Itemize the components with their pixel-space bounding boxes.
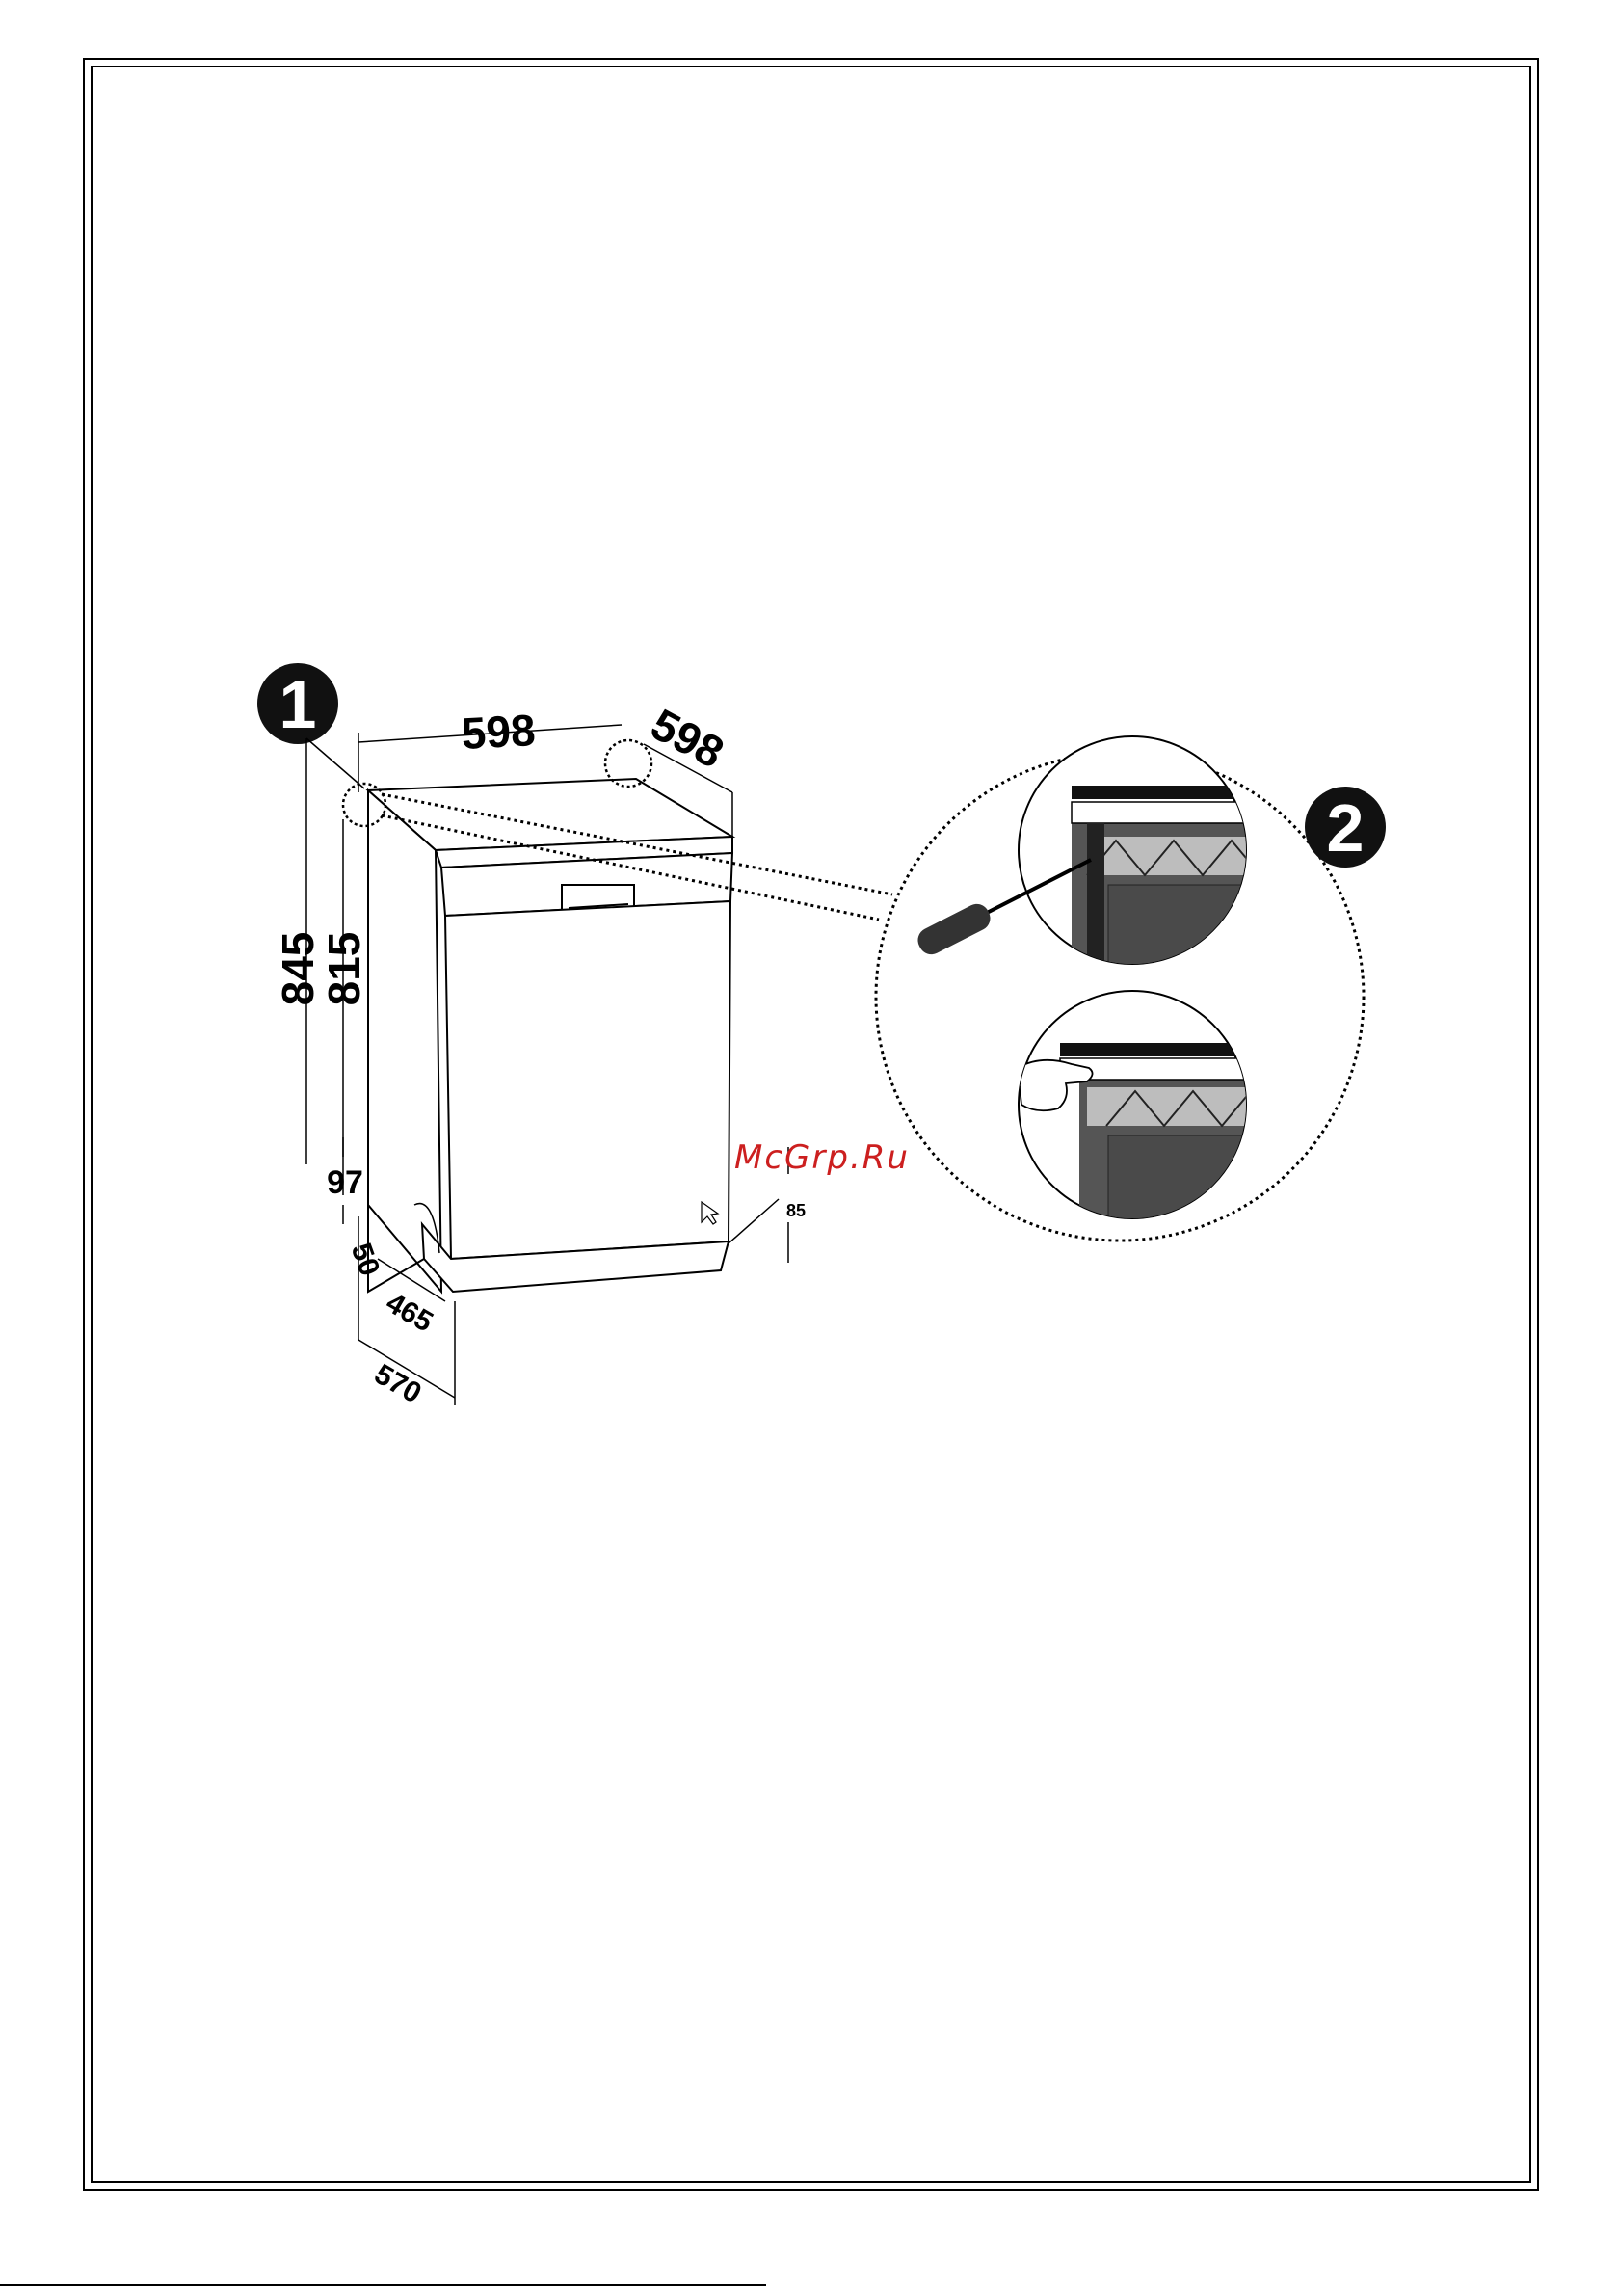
dim-depth-top: 598: [643, 699, 731, 778]
step-2-marker: 2: [1305, 787, 1386, 868]
step-1-marker: 1: [257, 663, 338, 744]
dim-depth-total: 570: [369, 1358, 427, 1410]
dim-plinth: 97: [327, 1164, 363, 1201]
dim-width-front: 598: [460, 705, 536, 759]
dishwasher-side: [368, 790, 441, 1292]
dim-height-body: 815: [319, 932, 369, 1006]
watermark-text: McGrp.Ru: [734, 1138, 910, 1177]
step-2-number: 2: [1327, 790, 1365, 866]
dishwasher-illustration: [368, 779, 732, 1292]
dim-height-total: 845: [273, 932, 323, 1006]
dim-adjust: 85: [786, 1201, 806, 1220]
dim-foot: 50: [345, 1239, 385, 1280]
dim-depth-inner: 465: [381, 1287, 438, 1339]
footer-rule: [0, 2284, 766, 2286]
dishwasher-door: [445, 901, 730, 1259]
step-1-number: 1: [279, 667, 317, 742]
